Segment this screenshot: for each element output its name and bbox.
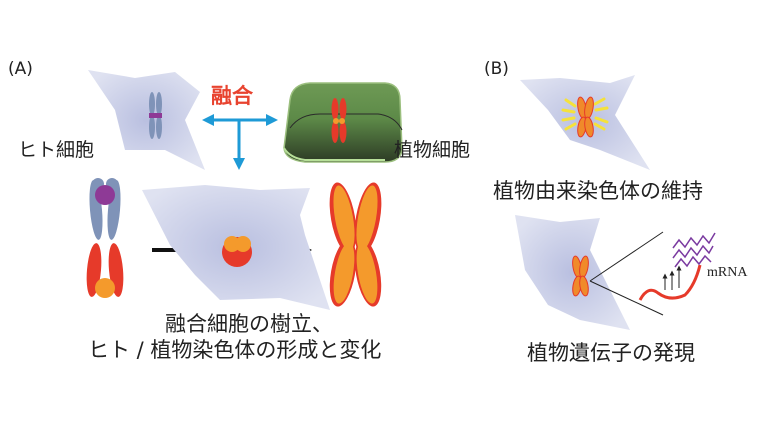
panel-b-label: (B) bbox=[484, 59, 509, 79]
fusion-arrows bbox=[202, 114, 278, 170]
glow-lines-icon bbox=[561, 97, 609, 131]
plant-cell-label: 植物細胞 bbox=[394, 139, 471, 161]
plant-chromosome-large bbox=[329, 182, 382, 307]
human-cell bbox=[88, 70, 205, 170]
caption-b-top: 植物由来染色体の維持 bbox=[493, 179, 703, 203]
plant-chromosome-small bbox=[331, 98, 347, 143]
mrna-squiggles bbox=[672, 232, 716, 268]
caption-a-line1: 融合細胞の樹立、 bbox=[165, 312, 333, 336]
fusion-label: 融合 bbox=[211, 84, 253, 108]
panel-a-label: (A) bbox=[8, 59, 33, 79]
fused-nucleus bbox=[222, 236, 252, 267]
plant-chromosome-b-bottom bbox=[572, 255, 589, 297]
human-cell-label: ヒト細胞 bbox=[18, 139, 95, 161]
cell-b-bottom bbox=[515, 215, 630, 330]
gene-strand bbox=[638, 264, 702, 301]
hybrid-chromosome bbox=[86, 178, 124, 298]
mrna-label: mRNA bbox=[707, 265, 748, 280]
caption-a-line2: ヒト / 植物染色体の形成と変化 bbox=[88, 338, 382, 362]
zoom-lines bbox=[589, 231, 664, 316]
plant-chromosome-b-top bbox=[577, 96, 594, 138]
transcription-arrows bbox=[662, 265, 682, 290]
caption-b-bottom: 植物遺伝子の発現 bbox=[527, 341, 695, 365]
human-chromosome-small bbox=[149, 92, 162, 139]
